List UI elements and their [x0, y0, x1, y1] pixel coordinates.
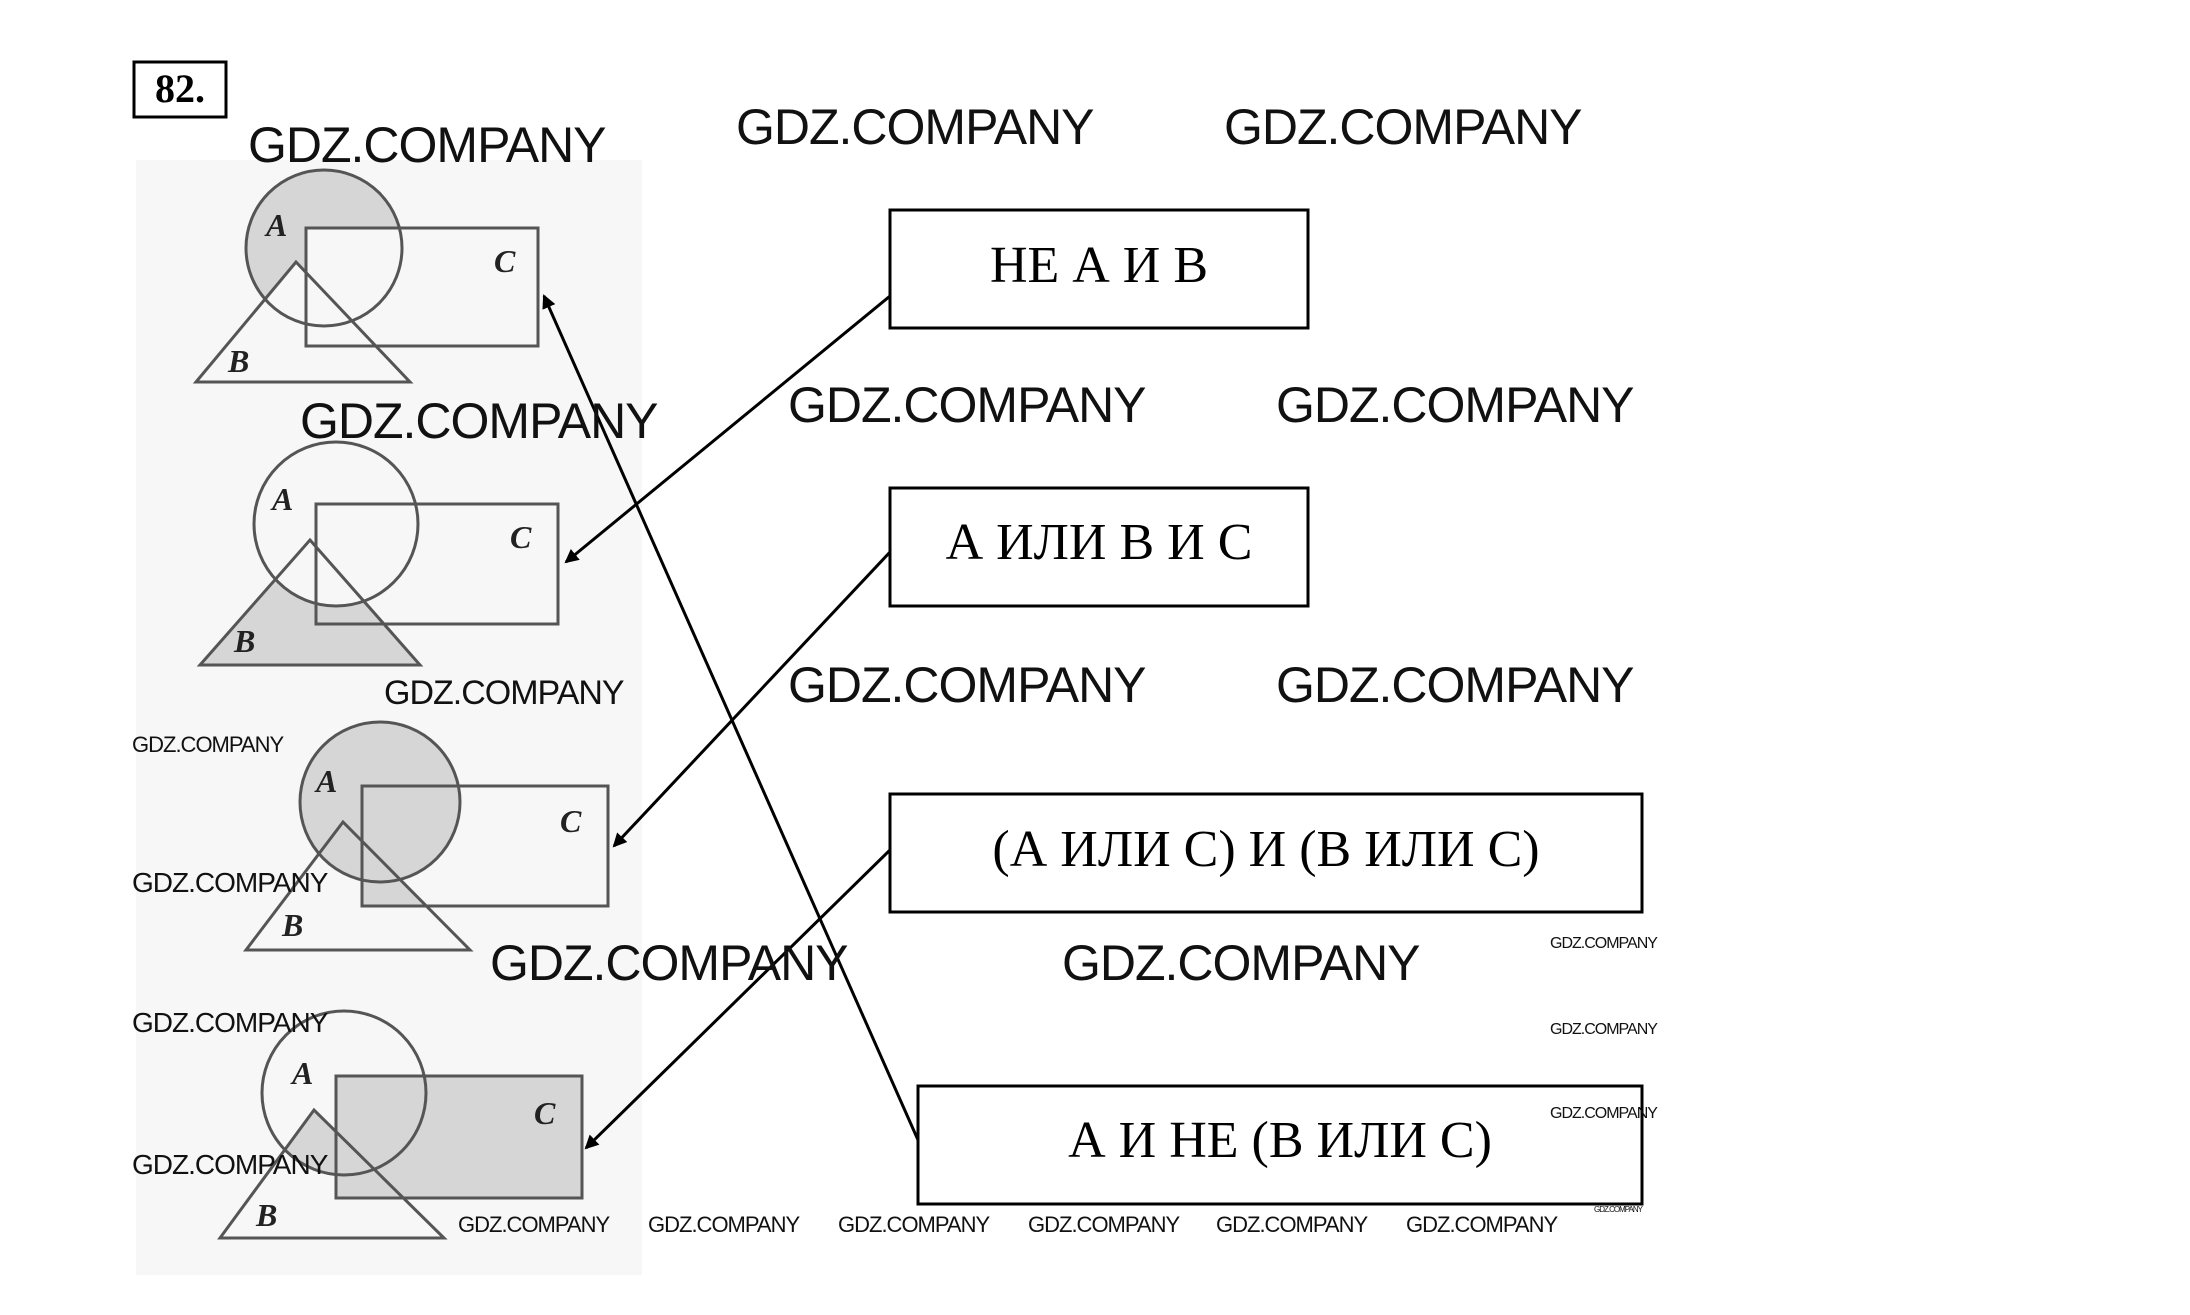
watermark: GDZ.COMPANY	[132, 732, 284, 757]
watermark: GDZ.COMPANY	[384, 674, 624, 712]
watermark: GDZ.COMPANY	[132, 1149, 329, 1180]
expression-box-2: А ИЛИ В И С	[888, 486, 1310, 608]
figure-4-letter-b: B	[255, 1197, 277, 1233]
figure-1-letter-a: A	[264, 207, 287, 243]
watermark: GDZ.COMPANY	[838, 1212, 990, 1237]
expression-box-4: А И НЕ (В ИЛИ С)	[916, 1084, 1644, 1206]
figure-1-letter-c: C	[494, 243, 516, 279]
arrow-expr-3-to-fig-4	[584, 848, 892, 1150]
figure-3-letter-a: A	[314, 763, 337, 799]
watermark: GDZ.COMPANY	[458, 1212, 610, 1237]
arrow-expr-2-to-fig-3	[612, 550, 892, 848]
watermark: GDZ.COMPANY	[1216, 1212, 1368, 1237]
problem-number: 82.	[155, 66, 205, 111]
watermark: GDZ.COMPANY	[1594, 1205, 1644, 1214]
figure-2-letter-c: C	[510, 519, 532, 555]
watermark: GDZ.COMPANY	[1276, 377, 1634, 433]
figure-2-letter-a: A	[270, 481, 293, 517]
arrow-expr-1-to-fig-2	[564, 294, 891, 564]
figure-1: A C B	[192, 168, 540, 384]
problem-number-box: 82.	[132, 60, 228, 119]
figure-3: A C B	[242, 720, 610, 952]
watermark: GDZ.COMPANY	[1550, 1021, 1658, 1038]
watermark: GDZ.COMPANY	[1550, 935, 1658, 952]
expression-2-text: А ИЛИ В И С	[946, 514, 1253, 571]
watermark: GDZ.COMPANY	[1406, 1212, 1558, 1237]
expression-3-text: (А ИЛИ С) И (В ИЛИ С)	[992, 821, 1539, 878]
watermark: GDZ.COMPANY	[132, 1007, 329, 1038]
watermark: GDZ.COMPANY	[490, 935, 848, 991]
figure-1-letter-b: B	[227, 343, 249, 379]
expression-4-text: А И НЕ (В ИЛИ С)	[1068, 1112, 1492, 1169]
watermark: GDZ.COMPANY	[788, 657, 1146, 713]
figure-3-letter-b: B	[281, 907, 303, 943]
expression-1-text: НЕ А И В	[990, 237, 1208, 294]
watermark: GDZ.COMPANY	[132, 867, 329, 898]
figure-2-letter-b: B	[233, 623, 255, 659]
watermark: GDZ.COMPANY	[648, 1212, 800, 1237]
arrow-expr-4-to-fig-1	[542, 294, 920, 1141]
watermark: GDZ.COMPANY	[300, 393, 658, 449]
watermark: GDZ.COMPANY	[1224, 99, 1582, 155]
expression-box-1: НЕ А И В	[888, 208, 1310, 330]
watermark: GDZ.COMPANY	[248, 117, 606, 173]
watermark: GDZ.COMPANY	[1062, 935, 1420, 991]
figure-4-letter-a: A	[290, 1055, 313, 1091]
watermark: GDZ.COMPANY	[1276, 657, 1634, 713]
figure-3-letter-c: C	[560, 803, 582, 839]
watermark: GDZ.COMPANY	[736, 99, 1094, 155]
watermark: GDZ.COMPANY	[788, 377, 1146, 433]
watermarks: GDZ.COMPANY GDZ.COMPANY GDZ.COMPANY GDZ.…	[132, 99, 1659, 1237]
watermark: GDZ.COMPANY	[1028, 1212, 1180, 1237]
figure-4-letter-c: C	[534, 1095, 556, 1131]
expression-box-3: (А ИЛИ С) И (В ИЛИ С)	[888, 792, 1644, 914]
watermark: GDZ.COMPANY	[1550, 1105, 1658, 1122]
figure-4: A C B	[217, 1009, 584, 1240]
